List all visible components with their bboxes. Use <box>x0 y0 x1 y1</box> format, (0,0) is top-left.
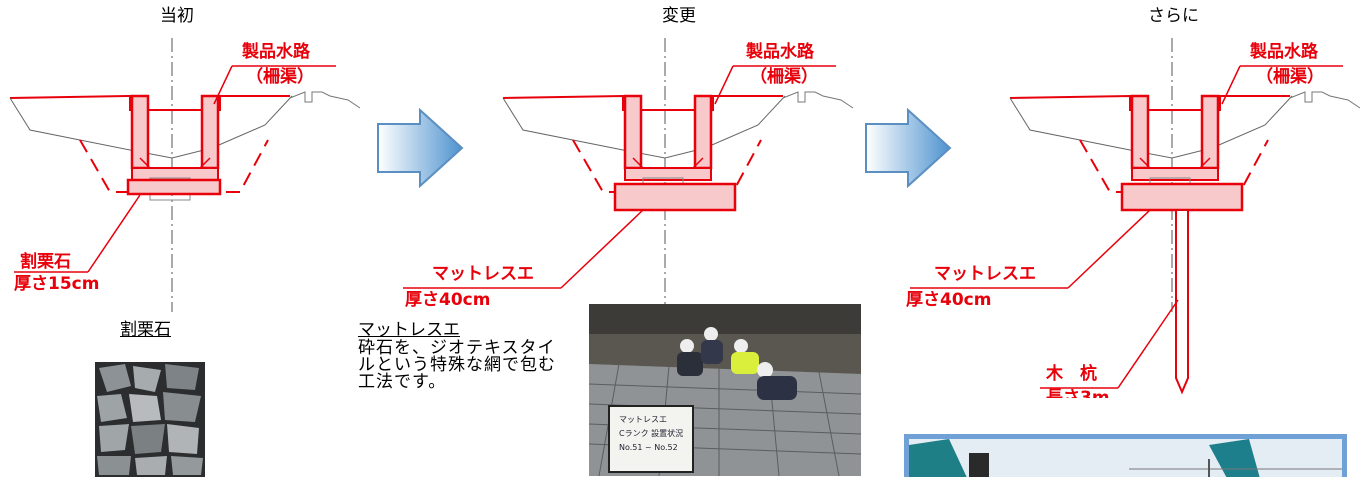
heading-further: さらに <box>1148 6 1199 26</box>
channel-label: 製品水路 <box>746 42 814 62</box>
pile-label: 木 杭 <box>1046 364 1097 384</box>
channel-label: 製品水路 <box>1250 42 1318 62</box>
channel-sub-label: （柵渠） <box>750 67 818 87</box>
thickness-label: 厚さ15cm <box>14 274 100 294</box>
section-changed <box>403 36 855 314</box>
channel-sub-label: （柵渠） <box>1256 67 1324 87</box>
section-further <box>910 36 1362 395</box>
crushed-stone-layer <box>126 178 222 196</box>
photo-caption: 割栗石 <box>120 320 171 340</box>
explanation-text: 砕石を、ジオテキスタイルという特殊な網で包む工法です。 <box>358 338 556 392</box>
right-arrow-icon <box>377 107 464 189</box>
material-label: 割栗石 <box>20 252 71 272</box>
channel-sub-label: （柵渠） <box>246 67 314 87</box>
wood-pile <box>1175 209 1189 395</box>
section-initial <box>8 36 362 314</box>
heading-initial: 当初 <box>160 6 194 26</box>
sign-line: Cランク 設置状況 <box>619 429 684 438</box>
pile-sub-clip: 長さ3m <box>1040 388 1120 399</box>
material-label: マットレスエ <box>432 264 534 284</box>
mattress-layer <box>613 182 737 212</box>
sign-line: マットレスエ <box>619 415 667 424</box>
thickness-label: 厚さ40cm <box>405 290 491 310</box>
pile-driving-photo <box>904 434 1347 477</box>
material-label: マットレスエ <box>934 264 1036 284</box>
channel-label: 製品水路 <box>242 42 310 62</box>
heading-changed: 変更 <box>662 6 696 26</box>
sign-line: No.51 ~ No.52 <box>619 443 678 452</box>
explanation-title: マットレスエ <box>358 320 460 340</box>
mattress-construction-photo: マットレスエ Cランク 設置状況 No.51 ~ No.52 <box>589 304 861 476</box>
pile-length-label: 長さ3m <box>1046 388 1110 399</box>
thickness-label: 厚さ40cm <box>906 290 992 310</box>
crushed-stone-photo <box>95 362 205 477</box>
right-arrow-icon <box>865 107 952 189</box>
